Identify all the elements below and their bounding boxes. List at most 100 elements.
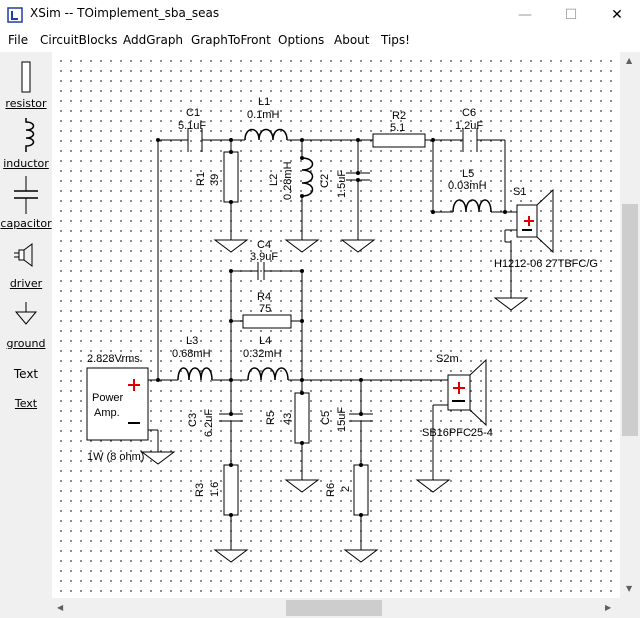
menu-tips[interactable]: Tips! bbox=[381, 33, 410, 47]
r4-value: 75 bbox=[259, 303, 271, 315]
l1-value: 0.1mH bbox=[247, 109, 279, 121]
speaker-s1[interactable] bbox=[516, 188, 554, 254]
l3-name: L3 bbox=[186, 335, 198, 347]
amp-label-power: Power bbox=[92, 392, 124, 404]
r2-value: 5.1 bbox=[390, 122, 405, 134]
menu-bar: File CircuitBlocks AddGraph GraphToFront… bbox=[0, 30, 640, 52]
r6-value: 2 bbox=[340, 486, 352, 492]
scrollbar-corner bbox=[620, 598, 640, 618]
amp-voltage: 2.828Vrms bbox=[87, 353, 140, 365]
r3-name: R3 bbox=[194, 483, 206, 497]
component-palette: resistor inductor capacitor driver groun… bbox=[0, 52, 52, 618]
l2-name: L2 bbox=[268, 174, 280, 186]
l4-name: L4 bbox=[259, 335, 271, 347]
c1-name: C1 bbox=[186, 107, 200, 119]
c6-value: 1.2uF bbox=[455, 120, 483, 132]
amp-label-amp: Amp. bbox=[94, 407, 120, 419]
menu-options[interactable]: Options bbox=[278, 33, 325, 47]
schematic-canvas[interactable]: C1 5.1uF L1 0.1mH R2 5.1 C6 1.2uF L5 0.0… bbox=[52, 52, 620, 598]
s1-name: S1 bbox=[513, 186, 526, 198]
amp-power-rating: 1W (8 ohm) bbox=[87, 451, 144, 463]
inductor-l3[interactable] bbox=[177, 367, 213, 381]
inductor-icon[interactable] bbox=[12, 118, 40, 152]
menu-addgraph[interactable]: AddGraph bbox=[123, 33, 184, 47]
resistor-r5[interactable] bbox=[294, 392, 310, 444]
minimize-icon: — bbox=[518, 7, 532, 23]
l5-value: 0.03mH bbox=[448, 180, 487, 192]
minimize-button[interactable]: — bbox=[502, 0, 548, 30]
capacitor-icon[interactable] bbox=[10, 176, 42, 214]
c4-value: 3.9uF bbox=[250, 251, 278, 263]
c4-name: C4 bbox=[257, 239, 271, 251]
scroll-left-icon[interactable]: ◀ bbox=[57, 603, 64, 612]
resistor-r4[interactable] bbox=[242, 314, 292, 329]
window-title: XSim -- TOimplement_sba_seas bbox=[30, 6, 220, 20]
c2-value: 1.5uF bbox=[336, 170, 348, 198]
ground-icon[interactable] bbox=[14, 302, 38, 326]
s2-name: S2m bbox=[436, 353, 459, 365]
l1-name: L1 bbox=[258, 96, 270, 108]
maximize-button[interactable]: ☐ bbox=[548, 0, 594, 30]
ground-symbol bbox=[340, 239, 376, 253]
resistor-icon[interactable] bbox=[16, 60, 36, 94]
l3-value: 0.68mH bbox=[172, 348, 211, 360]
inductor-l2[interactable] bbox=[301, 157, 314, 197]
c6-name: C6 bbox=[462, 107, 476, 119]
vertical-scroll-thumb[interactable] bbox=[622, 204, 638, 436]
horizontal-scroll-thumb[interactable] bbox=[286, 600, 382, 616]
c2-name: C2 bbox=[319, 174, 331, 188]
c5-value: 15uF bbox=[336, 407, 348, 432]
ground-symbol bbox=[284, 479, 320, 493]
menu-file[interactable]: File bbox=[8, 33, 29, 47]
maximize-icon: ☐ bbox=[564, 7, 578, 23]
r6-name: R6 bbox=[325, 483, 337, 497]
power-amplifier[interactable] bbox=[86, 367, 158, 441]
palette-ground-label[interactable]: ground bbox=[6, 337, 46, 350]
r4-name: R4 bbox=[257, 291, 271, 303]
palette-text-label[interactable]: Text bbox=[14, 397, 38, 410]
menu-about[interactable]: About bbox=[334, 33, 370, 47]
horizontal-scrollbar[interactable]: ◀ ▶ bbox=[52, 598, 620, 618]
scroll-down-icon[interactable]: ▼ bbox=[626, 584, 633, 593]
ground-symbol bbox=[213, 239, 249, 253]
s1-model: H1212-06 27TBFC/G bbox=[494, 258, 598, 270]
palette-driver-label[interactable]: driver bbox=[9, 277, 43, 290]
ground-symbol bbox=[213, 549, 249, 563]
close-button[interactable]: ✕ bbox=[594, 0, 640, 30]
resistor-r1[interactable] bbox=[223, 151, 239, 203]
c3-value: 6.2uF bbox=[203, 409, 215, 437]
menu-circuitblocks[interactable]: CircuitBlocks bbox=[40, 33, 118, 47]
scroll-right-icon[interactable]: ▶ bbox=[605, 603, 612, 612]
c1-value: 5.1uF bbox=[178, 120, 206, 132]
resistor-r3[interactable] bbox=[223, 464, 239, 516]
ground-symbol bbox=[343, 549, 379, 563]
palette-inductor-label[interactable]: inductor bbox=[3, 157, 49, 170]
inductor-l5[interactable] bbox=[452, 199, 492, 213]
ground-symbol bbox=[415, 479, 451, 493]
ground-symbol bbox=[284, 239, 320, 253]
palette-resistor-label[interactable]: resistor bbox=[5, 97, 47, 110]
l4-value: 0.32mH bbox=[243, 348, 282, 360]
menu-graphtofront[interactable]: GraphToFront bbox=[191, 33, 271, 47]
r3-value: 1.6 bbox=[209, 482, 221, 497]
palette-text-tool[interactable]: Text bbox=[13, 367, 39, 381]
resistor-r2[interactable] bbox=[372, 133, 426, 148]
title-bar: XSim -- TOimplement_sba_seas — ☐ ✕ bbox=[0, 0, 640, 30]
r1-value: 39 bbox=[209, 174, 221, 186]
scroll-up-icon[interactable]: ▲ bbox=[626, 56, 633, 65]
l5-name: L5 bbox=[462, 168, 474, 180]
palette-capacitor-label[interactable]: capacitor bbox=[0, 217, 52, 230]
ground-symbol bbox=[140, 451, 176, 465]
c5-name: C5 bbox=[320, 411, 332, 425]
r1-name: R1 bbox=[195, 172, 207, 186]
speaker-s2[interactable] bbox=[447, 358, 487, 427]
schematic-drawing: C1 5.1uF L1 0.1mH R2 5.1 C6 1.2uF L5 0.0… bbox=[86, 96, 598, 563]
driver-icon[interactable] bbox=[14, 242, 38, 268]
inductor-l4[interactable] bbox=[247, 367, 289, 381]
ground-symbol bbox=[493, 297, 529, 311]
l2-value: 0.28mH bbox=[282, 161, 294, 200]
c3-name: C3 bbox=[187, 413, 199, 427]
vertical-scrollbar[interactable]: ▲ ▼ bbox=[620, 52, 640, 598]
resistor-r6[interactable] bbox=[353, 464, 369, 516]
inductor-l1[interactable] bbox=[244, 128, 288, 141]
